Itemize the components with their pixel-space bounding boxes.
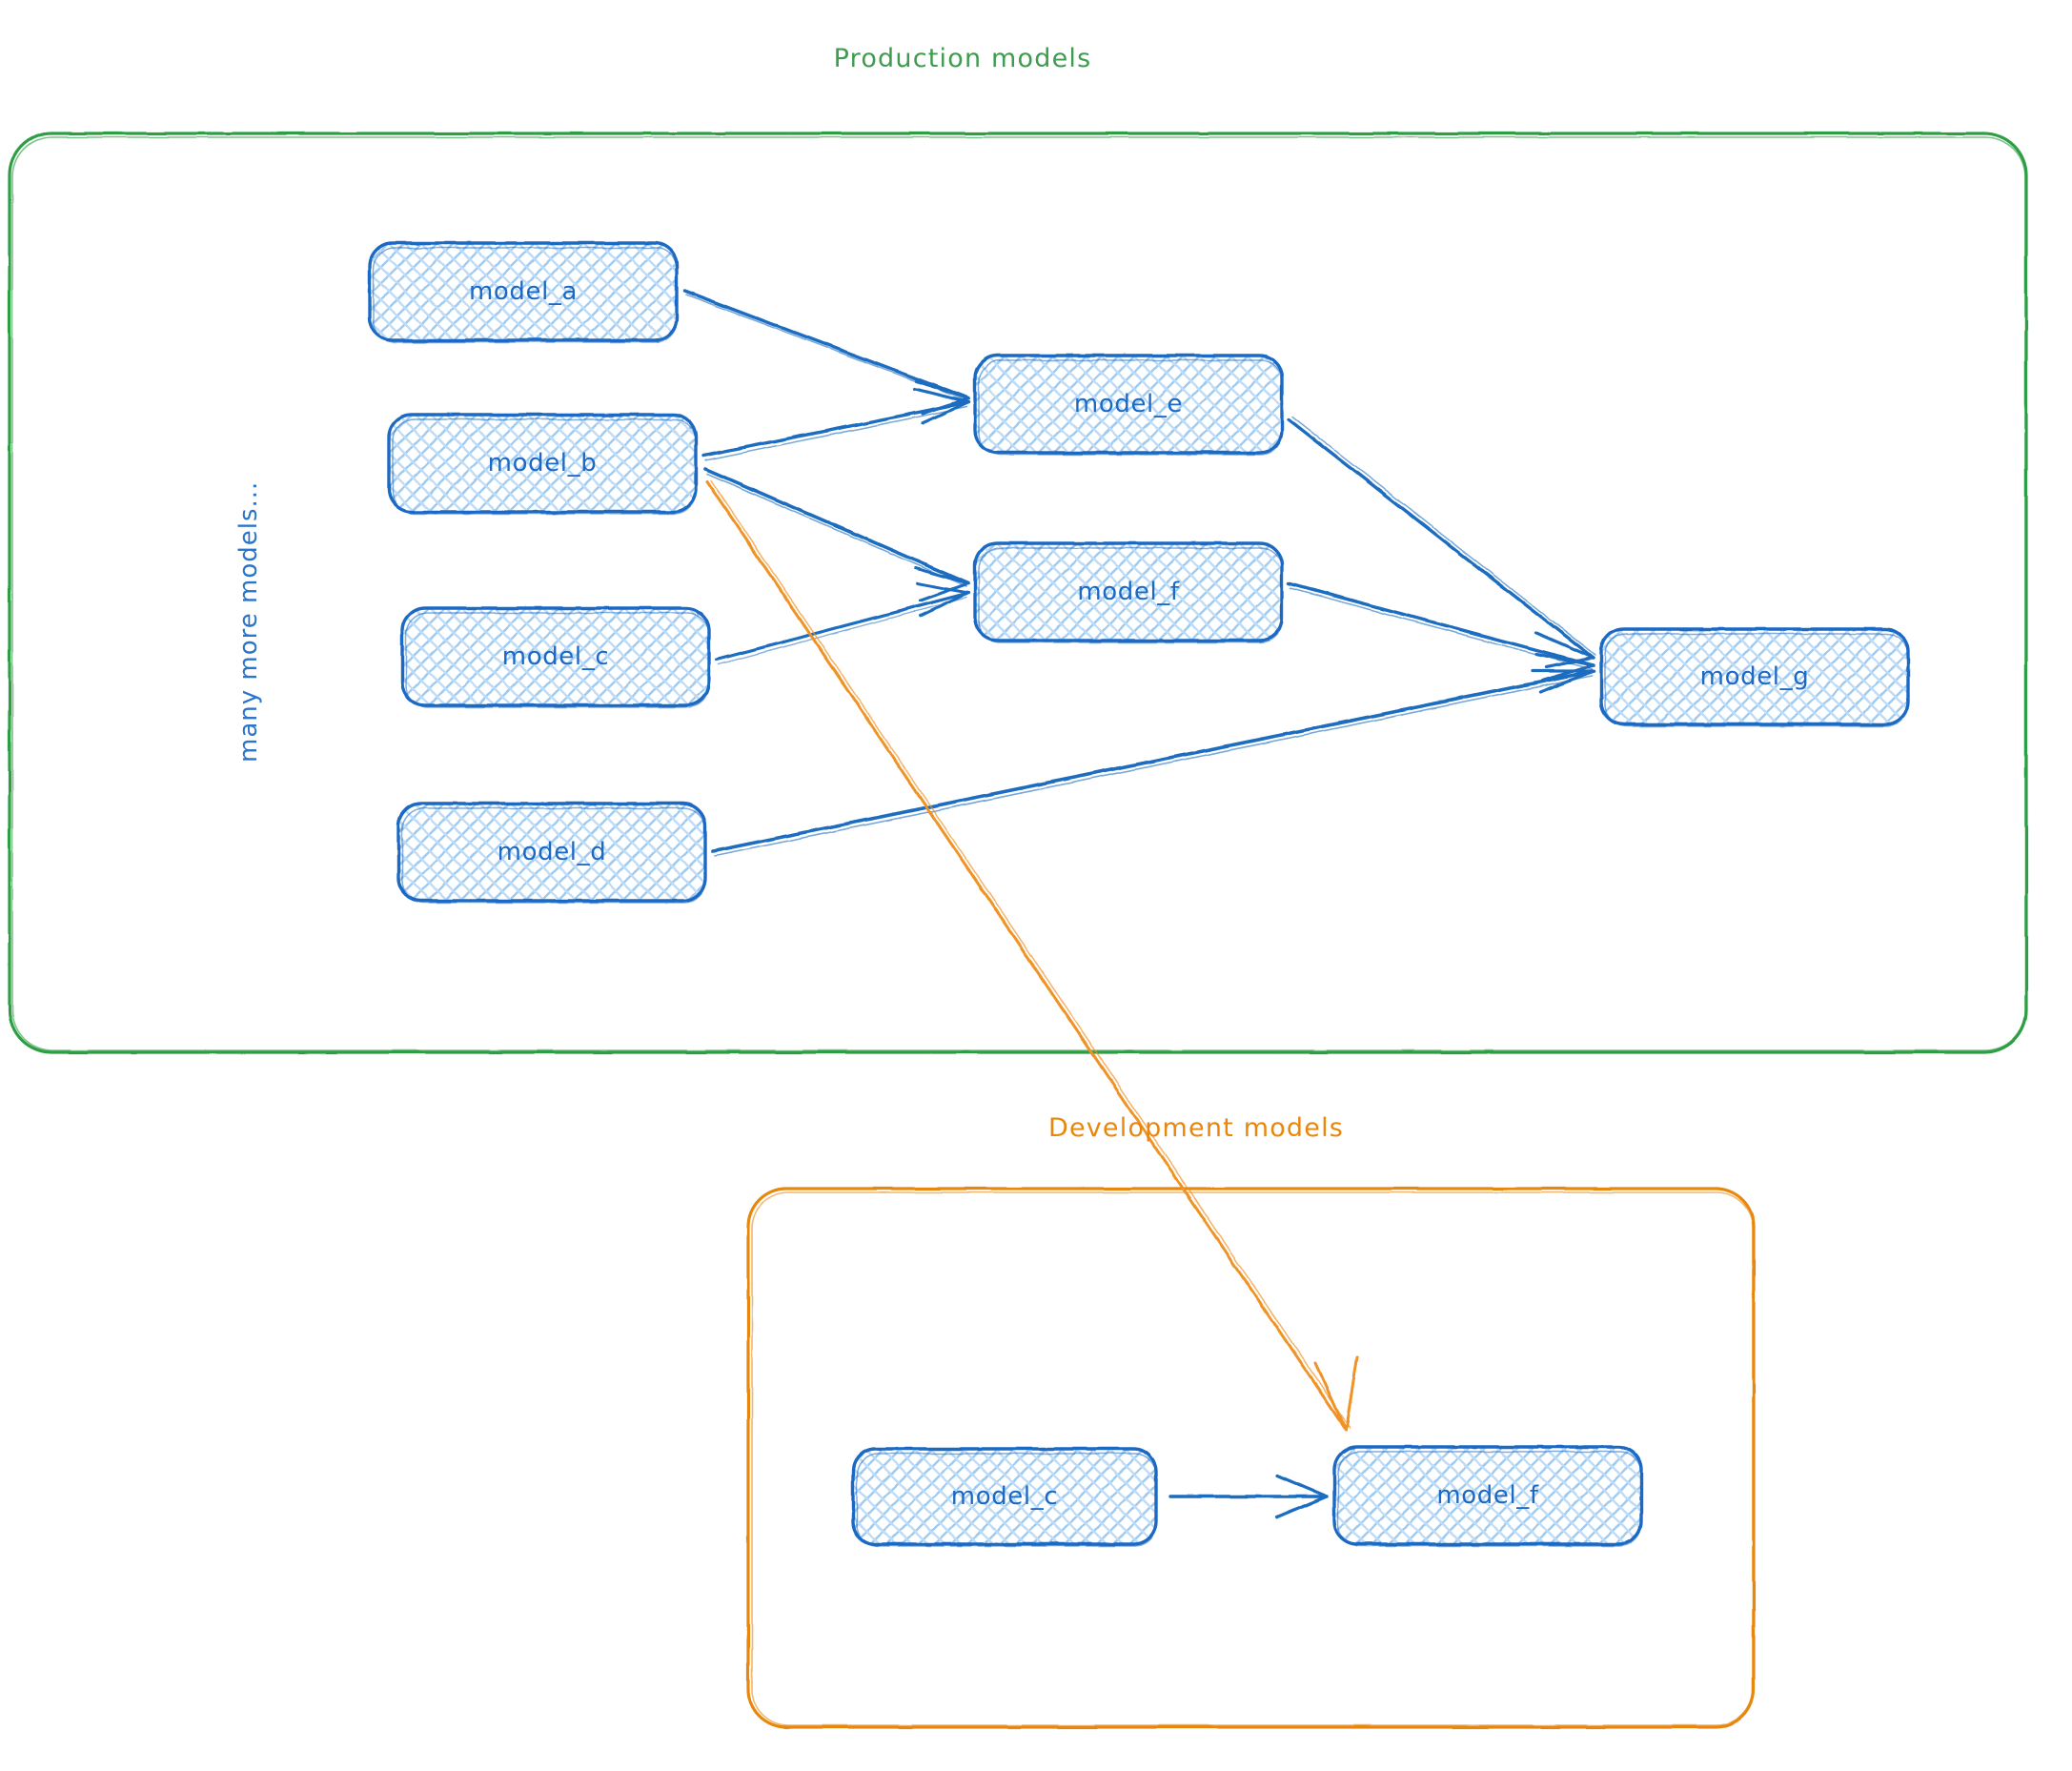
node-prod-model-f[interactable] <box>973 541 1284 643</box>
node-prod-model-a[interactable] <box>368 241 679 343</box>
edge-c-to-f <box>715 581 970 665</box>
group-label-production: Production models <box>833 44 1092 73</box>
node-prod-model-c[interactable] <box>400 606 711 708</box>
node-dev-model-c[interactable] <box>851 1447 1158 1547</box>
edge-d-to-g <box>711 669 1595 857</box>
edge-b-to-f <box>703 467 970 602</box>
node-prod-model-g[interactable] <box>1599 627 1910 727</box>
node-prod-model-e[interactable] <box>973 354 1284 456</box>
annotation-many-more-models: many more models... <box>234 480 263 763</box>
group-frames <box>8 132 2028 1729</box>
node-label-prod-model-d: model_d <box>497 838 607 866</box>
edge-devc-to-devf <box>1168 1474 1329 1519</box>
edges <box>682 289 1596 1519</box>
nodes <box>368 241 1910 1547</box>
node-label-prod-model-c: model_c <box>501 642 610 671</box>
edge-b-to-e <box>701 387 970 461</box>
edge-e-to-g <box>1287 416 1596 669</box>
node-label-prod-model-g: model_g <box>1699 662 1810 691</box>
edge-a-to-e <box>682 289 970 416</box>
group-label-development: Development models <box>1047 1113 1345 1143</box>
node-label-prod-model-f: model_f <box>1077 578 1180 606</box>
node-label-dev-model-f: model_f <box>1436 1481 1539 1510</box>
group-frame-production <box>8 132 2028 1054</box>
node-label-prod-model-e: model_e <box>1073 390 1184 418</box>
edge-f-to-g <box>1287 581 1595 682</box>
node-prod-model-b[interactable] <box>387 413 698 515</box>
group-frame-development <box>746 1187 1756 1729</box>
node-prod-model-d[interactable] <box>396 802 707 904</box>
node-label-prod-model-b: model_b <box>487 449 598 478</box>
node-label-prod-model-a: model_a <box>468 277 579 306</box>
edge-b-to-dev-f <box>705 479 1359 1432</box>
node-dev-model-f[interactable] <box>1332 1445 1643 1547</box>
node-label-dev-model-c: model_c <box>950 1482 1059 1511</box>
